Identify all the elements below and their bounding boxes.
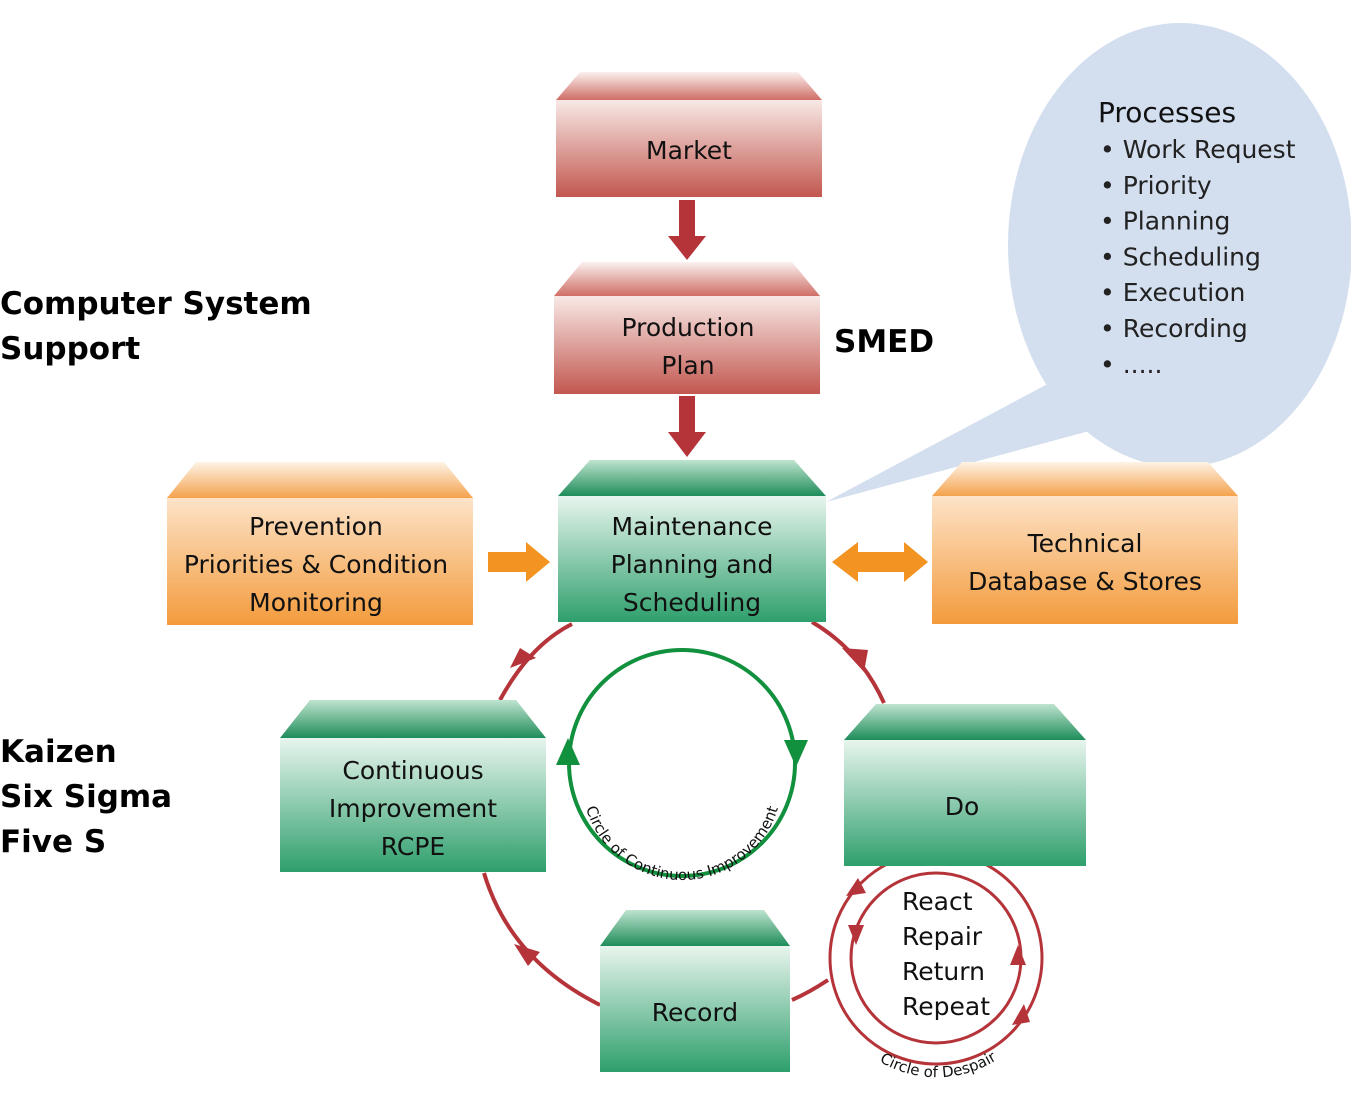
loop-arc-improve-to-plan xyxy=(498,622,573,701)
processes-title: Processes xyxy=(1098,96,1236,129)
computer-system-support-line-1: Computer System xyxy=(0,286,312,322)
maintenance-planning-label-line: Scheduling xyxy=(623,588,761,617)
do-label-line: Do xyxy=(945,792,980,821)
process-item: • Priority xyxy=(1100,171,1212,200)
market-to-plan-arrow xyxy=(668,200,706,260)
processes-speech-bubble: Processes • Work Request • Priority • Plan… xyxy=(826,23,1351,502)
despair-step: Return xyxy=(902,957,985,986)
kaizen-label: Kaizen xyxy=(0,734,117,770)
despair-arrow-bottom-right xyxy=(1012,1004,1030,1025)
despair-step: Repair xyxy=(902,922,983,951)
record-label-line: Record xyxy=(652,998,738,1027)
continuous-improvement-label-line: Continuous xyxy=(342,756,483,785)
maintenance-database-double-arrow xyxy=(832,542,928,582)
process-item: • Planning xyxy=(1100,207,1230,236)
loop-arc-record-to-improve xyxy=(482,872,601,1007)
process-item: • Recording xyxy=(1100,314,1248,343)
process-item: • Work Request xyxy=(1100,135,1296,164)
maintenance-planning-label-line: Maintenance xyxy=(612,512,773,541)
process-item: • Scheduling xyxy=(1100,242,1261,271)
green-arrow-left xyxy=(556,738,580,765)
six-sigma-label: Six Sigma xyxy=(0,779,173,815)
circle-of-continuous-improvement-caption: Circle of Continuous Improvement xyxy=(582,803,782,884)
production-plan-label-line: Production xyxy=(621,313,754,342)
loop-arrowheads xyxy=(510,648,868,966)
prevention-label-line: Priorities & Condition xyxy=(184,550,448,579)
despair-arrow-right xyxy=(1010,945,1026,965)
loop-arrowhead-2 xyxy=(514,944,540,966)
plan-to-maintenance-arrow xyxy=(668,396,706,457)
prevention-label-line: Prevention xyxy=(249,512,383,541)
record-box: Record xyxy=(600,910,790,1072)
loop-arc-plan-to-do xyxy=(810,620,886,704)
loop-arrowhead-1 xyxy=(842,648,868,672)
computer-system-support-line-2: Support xyxy=(0,331,141,367)
technical-database-label-line: Database & Stores xyxy=(968,567,1202,596)
process-item: • ..... xyxy=(1100,350,1162,379)
market-box: Market xyxy=(556,72,822,197)
despair-step: React xyxy=(902,887,973,916)
market-label-line: Market xyxy=(646,136,732,165)
circle-of-continuous-improvement: Circle of Continuous Improvement xyxy=(556,648,808,884)
maintenance-planning-label-line: Planning and xyxy=(611,550,774,579)
continuous-improvement-label-line: Improvement xyxy=(329,794,497,823)
despair-arrow-top-left xyxy=(846,878,866,896)
green-arrow-right xyxy=(784,740,808,767)
technical-database-label-line: Technical xyxy=(1027,529,1143,558)
processes-list: • Work Request • Priority • Planning • Sche… xyxy=(1100,135,1296,379)
process-item: • Execution xyxy=(1100,278,1245,307)
loop-arc-despair-to-record xyxy=(791,978,830,1002)
smed-label: SMED xyxy=(834,324,935,360)
do-box: Do xyxy=(844,704,1086,866)
despair-arrow-left xyxy=(848,925,864,945)
prevention-to-maintenance-arrow xyxy=(488,542,550,582)
despair-step: Repeat xyxy=(902,992,990,1021)
five-s-label: Five S xyxy=(0,824,107,860)
production-plan-label-line: Plan xyxy=(661,351,714,380)
loop-arrowhead-3 xyxy=(510,648,536,668)
prevention-label-line: Monitoring xyxy=(249,588,383,617)
improvement-methods-label: Kaizen Six Sigma Five S xyxy=(0,730,172,865)
computer-system-support-label: Computer System Support xyxy=(0,282,312,372)
continuous-improvement-label-line: RCPE xyxy=(381,832,445,861)
